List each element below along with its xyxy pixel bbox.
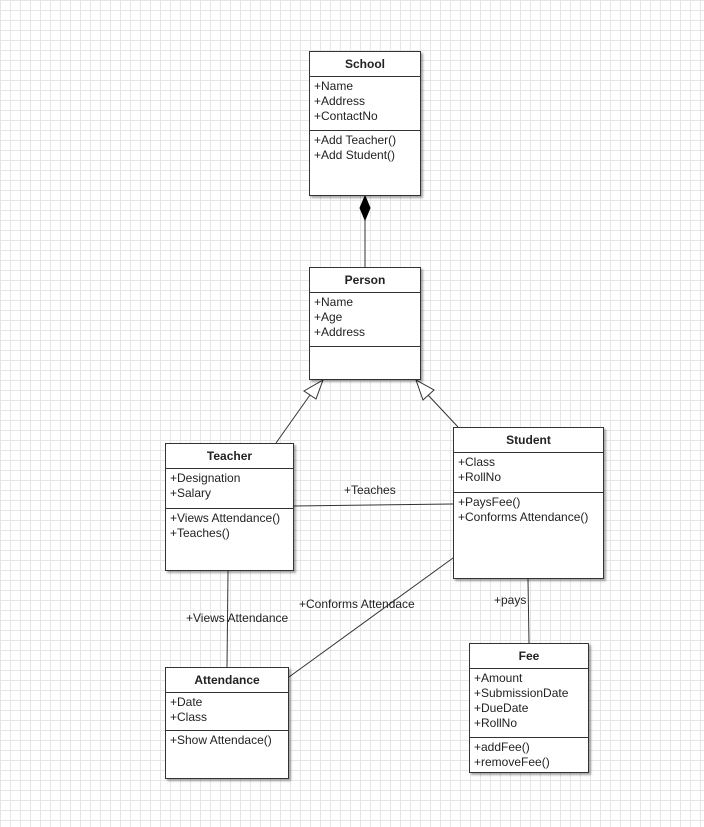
association-line-pays[interactable] [527, 578, 530, 644]
label-pays: +pays [494, 593, 527, 607]
attribute: +Amount [474, 671, 523, 685]
method: +Add Teacher() [314, 133, 397, 147]
attribute: +Salary [170, 486, 212, 500]
method: +Conforms Attendance() [458, 510, 589, 524]
attributes-section: +Date +Class [166, 693, 288, 731]
class-title: Attendance [166, 668, 288, 693]
methods-section: +Show Attendace() [166, 731, 288, 750]
label-teaches: +Teaches [344, 483, 396, 497]
attribute: +Address [314, 94, 366, 108]
association-line-conforms-attendance[interactable] [288, 557, 454, 678]
attribute: +Date [170, 695, 203, 709]
attribute: +SubmissionDate [474, 686, 569, 700]
class-school[interactable]: School +Name +Address +ContactNo +Add Te… [309, 51, 421, 196]
methods-section [310, 347, 420, 351]
attributes-section: +Name +Age +Address [310, 293, 420, 347]
generalization-line-teacher-person[interactable] [275, 394, 311, 444]
class-title: Fee [470, 644, 588, 669]
attribute: +Age [314, 310, 343, 324]
attribute: +DueDate [474, 701, 529, 715]
methods-section: +Views Attendance() +Teaches() [166, 509, 293, 543]
methods-section: +Add Teacher() +Add Student() [310, 131, 420, 165]
attributes-section: +Designation +Salary [166, 469, 293, 509]
attribute: +ContactNo [314, 109, 378, 123]
composition-diamond-icon [359, 194, 371, 222]
label-views-attendance: +Views Attendance [186, 611, 289, 625]
method: +Views Attendance() [170, 511, 281, 525]
class-student[interactable]: Student +Class +RollNo +PaysFee() +Confo… [453, 427, 604, 579]
attribute: +RollNo [458, 470, 502, 484]
attributes-section: +Amount +SubmissionDate +DueDate +RollNo [470, 669, 588, 738]
attribute: +Name [314, 79, 354, 93]
attribute: +Class [458, 455, 496, 469]
attribute: +Class [170, 710, 208, 724]
methods-section: +addFee() +removeFee() [470, 738, 588, 772]
generalization-arrow-icon-student [415, 378, 435, 401]
association-line-views-attendance[interactable] [226, 570, 229, 668]
class-title: Teacher [166, 444, 293, 469]
class-teacher[interactable]: Teacher +Designation +Salary +Views Atte… [165, 443, 294, 571]
class-title: School [310, 52, 420, 77]
class-person[interactable]: Person +Name +Age +Address [309, 267, 421, 380]
generalization-arrow-icon-teacher [303, 378, 324, 400]
class-title: Student [454, 428, 603, 453]
attribute: +Designation [170, 471, 241, 485]
attribute: +Name [314, 295, 354, 309]
method: +addFee() [474, 740, 530, 754]
association-line-teaches[interactable] [293, 503, 454, 507]
class-fee[interactable]: Fee +Amount +SubmissionDate +DueDate +Ro… [469, 643, 589, 773]
attribute: +RollNo [474, 716, 518, 730]
method: +Show Attendace() [170, 733, 272, 747]
generalization-line-student-person[interactable] [427, 394, 459, 428]
methods-section: +PaysFee() +Conforms Attendance() [454, 493, 603, 527]
method: +Add Student() [314, 148, 396, 162]
label-conforms-attendance: +Conforms Attendace [299, 597, 415, 611]
class-title: Person [310, 268, 420, 293]
method: +Teaches() [170, 526, 230, 540]
attribute: +Address [314, 325, 366, 339]
method: +removeFee() [474, 755, 550, 769]
attributes-section: +Class +RollNo [454, 453, 603, 493]
class-attendance[interactable]: Attendance +Date +Class +Show Attendace(… [165, 667, 289, 779]
method: +PaysFee() [458, 495, 521, 509]
attributes-section: +Name +Address +ContactNo [310, 77, 420, 131]
